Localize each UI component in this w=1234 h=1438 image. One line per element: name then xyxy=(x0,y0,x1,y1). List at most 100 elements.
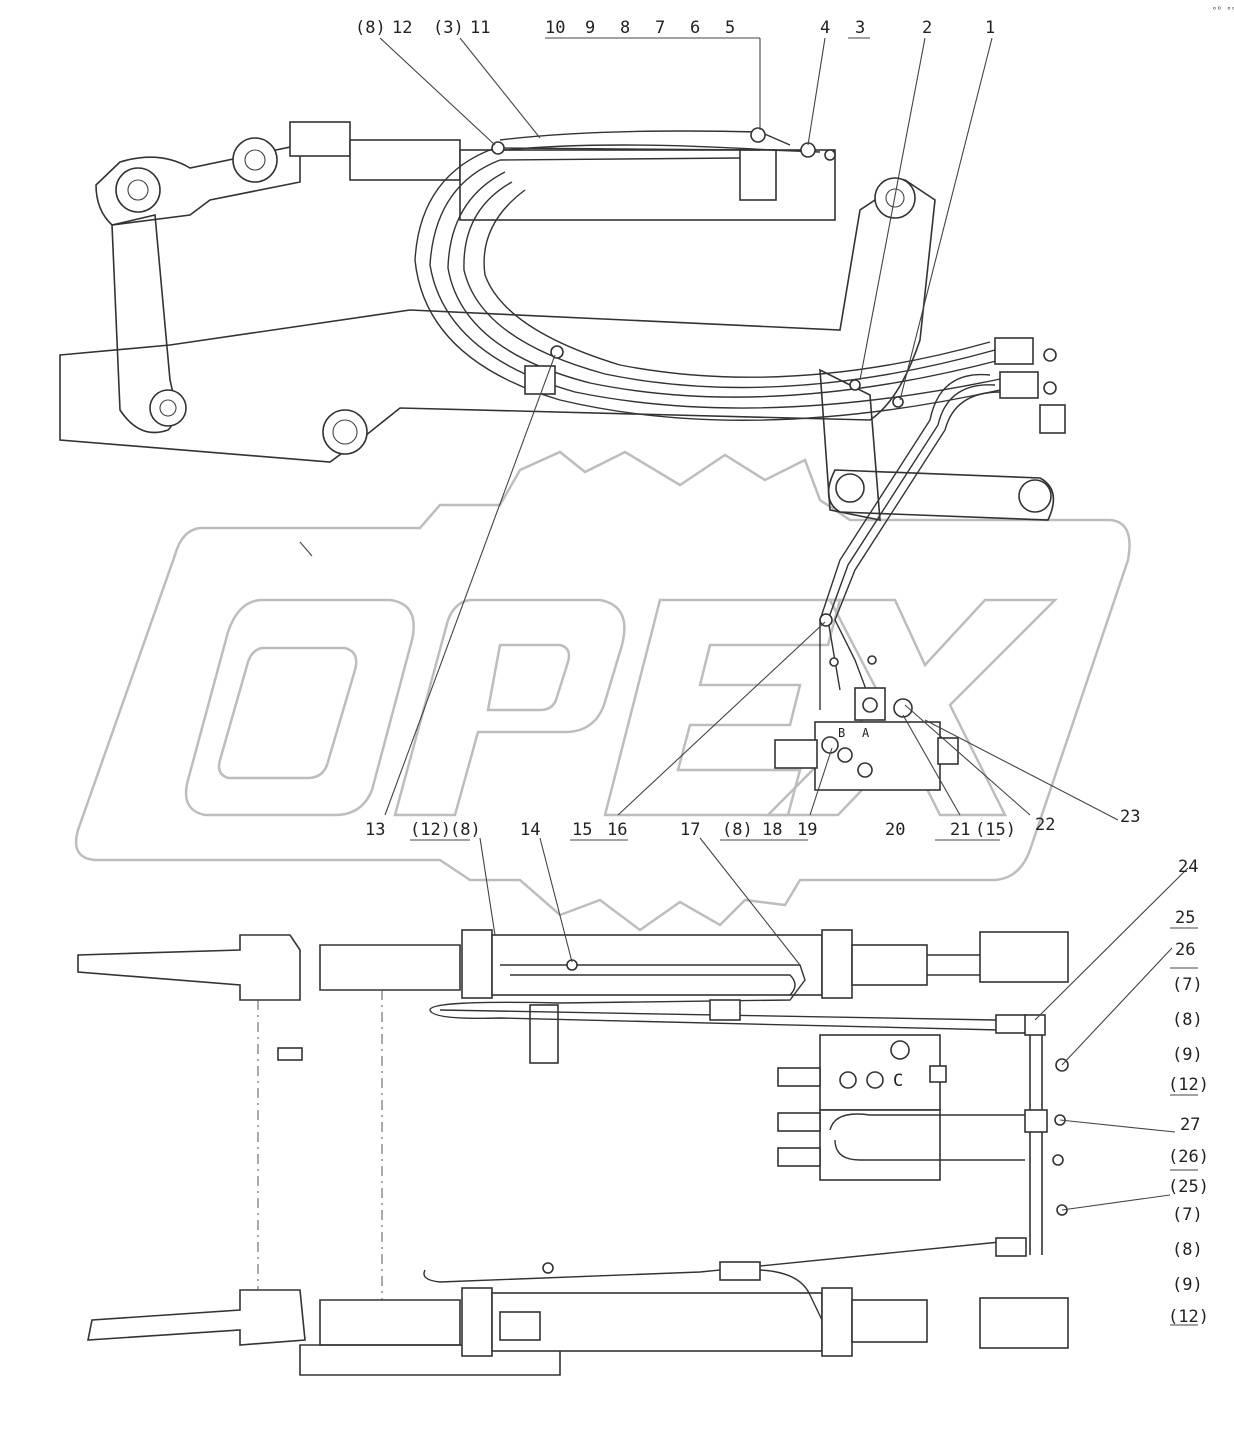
right-bracket xyxy=(1039,404,1066,434)
clamp-1 xyxy=(892,396,904,408)
right-fitting-upper xyxy=(994,337,1034,365)
link-pin-rear xyxy=(115,167,161,213)
multi-valve-mark-c: C xyxy=(893,1071,903,1091)
upper-cylinder-eye xyxy=(979,931,1069,983)
leader-3-11 xyxy=(459,37,541,139)
leader-12-8 xyxy=(479,837,496,936)
bucket-link-arm xyxy=(95,144,301,226)
line-clamp-19 xyxy=(829,657,839,667)
callout-right-2: 26 xyxy=(1175,940,1195,960)
upper-left-arm xyxy=(77,934,301,1001)
callout-right-9: (25) xyxy=(1168,1177,1209,1197)
upper-hose-fitting xyxy=(709,999,741,1021)
lower-hose-fitting xyxy=(719,1261,761,1281)
valve-top-block xyxy=(854,687,886,721)
leader-1 xyxy=(899,37,993,401)
callout-right-7: 27 xyxy=(1180,1115,1200,1135)
leader-17 xyxy=(699,837,801,966)
fitting-nut-2 xyxy=(1043,381,1057,395)
callout-top-0: (8) xyxy=(355,18,386,38)
top-hose-routing xyxy=(414,127,1066,710)
corner-note: ᵒᴼ ᵒᵒᵒ xyxy=(1212,5,1234,14)
valve-port-a xyxy=(857,762,873,778)
lower-cylinder-port-block xyxy=(499,1311,541,1341)
callout-mid-10: 20 xyxy=(885,820,905,840)
callout-top-7: 7 xyxy=(655,18,665,38)
fitting-4 xyxy=(800,142,816,158)
link-pin-upper-hole xyxy=(244,149,266,171)
callout-top-2: (3) xyxy=(433,18,464,38)
manifold-tee xyxy=(1024,1109,1048,1133)
callout-right-4: (8) xyxy=(1172,1010,1203,1030)
leader-misc xyxy=(299,541,313,557)
boom-body xyxy=(59,179,936,463)
callout-mid-13: 22 xyxy=(1035,815,1055,835)
callouts-middle: 13 (12) (8) 14 15 16 17 (8) 18 19 20 21 … xyxy=(365,807,1140,840)
callout-mid-11: 21 xyxy=(950,820,970,840)
multi-valve-side-cap xyxy=(929,1065,947,1083)
leader-26 xyxy=(1061,947,1173,1066)
callout-right-3: (7) xyxy=(1172,975,1203,995)
multi-valve-port-2 xyxy=(866,1071,884,1089)
leader-4-3 xyxy=(807,37,826,146)
tilt-cylinder-rod xyxy=(349,139,461,181)
leader-2 xyxy=(859,37,926,381)
right-manifold-bar xyxy=(1029,1025,1043,1255)
multi-valve-top xyxy=(819,1034,941,1111)
callout-right-6: (12) xyxy=(1168,1075,1209,1095)
fitting-5 xyxy=(750,127,766,143)
upper-rod-link xyxy=(927,954,980,976)
leader-13 xyxy=(384,354,556,816)
callout-top-12: 2 xyxy=(922,18,932,38)
watermark-letter-e xyxy=(603,598,842,817)
valve-port-19 xyxy=(821,736,839,754)
hose-clamp-13 xyxy=(524,365,556,395)
leader-right-column xyxy=(1170,927,1198,1326)
manifold-fitting-lower xyxy=(1052,1154,1064,1166)
line-clamp-20 xyxy=(867,655,877,665)
callout-right-12: (9) xyxy=(1172,1275,1203,1295)
leader-21-15 xyxy=(902,714,961,816)
callout-mid-0: 13 xyxy=(365,820,385,840)
callouts-top: (8) 12 (3) 11 10 9 8 7 6 5 4 3 2 1 xyxy=(355,18,995,38)
callout-right-0: 24 xyxy=(1178,857,1198,877)
leader-18-19 xyxy=(809,747,833,816)
tilt-lever xyxy=(111,214,176,434)
tilt-cylinder-rod-end xyxy=(289,121,351,157)
hose-loop-5 xyxy=(483,189,991,378)
callout-top-6: 8 xyxy=(620,18,630,38)
line-clamp-16 xyxy=(819,613,833,627)
leader-23 xyxy=(924,719,1119,821)
hose-loop-outer xyxy=(414,147,1001,421)
spool-2 xyxy=(777,1112,821,1132)
fitting-3 xyxy=(824,149,836,161)
callout-mid-3: 14 xyxy=(520,820,540,840)
valve-body xyxy=(814,721,941,791)
callout-top-5: 9 xyxy=(585,18,595,38)
leader-15-16 xyxy=(617,621,826,816)
leader-27 xyxy=(1059,1119,1176,1133)
link-pin-rear-hole xyxy=(127,179,149,201)
callout-right-1: 25 xyxy=(1175,908,1195,928)
leader-22 xyxy=(904,704,1031,816)
callout-mid-7: (8) xyxy=(722,820,753,840)
opex-watermark xyxy=(74,450,1131,932)
tilt-lever-pin xyxy=(149,389,187,427)
center-plate xyxy=(277,1047,303,1061)
upper-cylinder-rod xyxy=(851,944,928,986)
lower-cylinder-eye xyxy=(979,1297,1069,1349)
hose-14b xyxy=(510,974,796,996)
upper-cylinder-mount xyxy=(529,1004,559,1064)
supply-line-left xyxy=(819,373,991,710)
callout-top-4: 10 xyxy=(545,18,565,38)
manifold-top-tee xyxy=(1024,1014,1046,1036)
callout-mid-14: 23 xyxy=(1120,807,1140,827)
callout-top-8: 6 xyxy=(690,18,700,38)
bottom-plan-view: C xyxy=(77,929,1069,1376)
multi-valve-port-1 xyxy=(839,1071,857,1089)
callout-top-3: 11 xyxy=(470,18,490,38)
lower-cylinder-head xyxy=(461,1287,493,1357)
callout-right-5: (9) xyxy=(1172,1045,1203,1065)
